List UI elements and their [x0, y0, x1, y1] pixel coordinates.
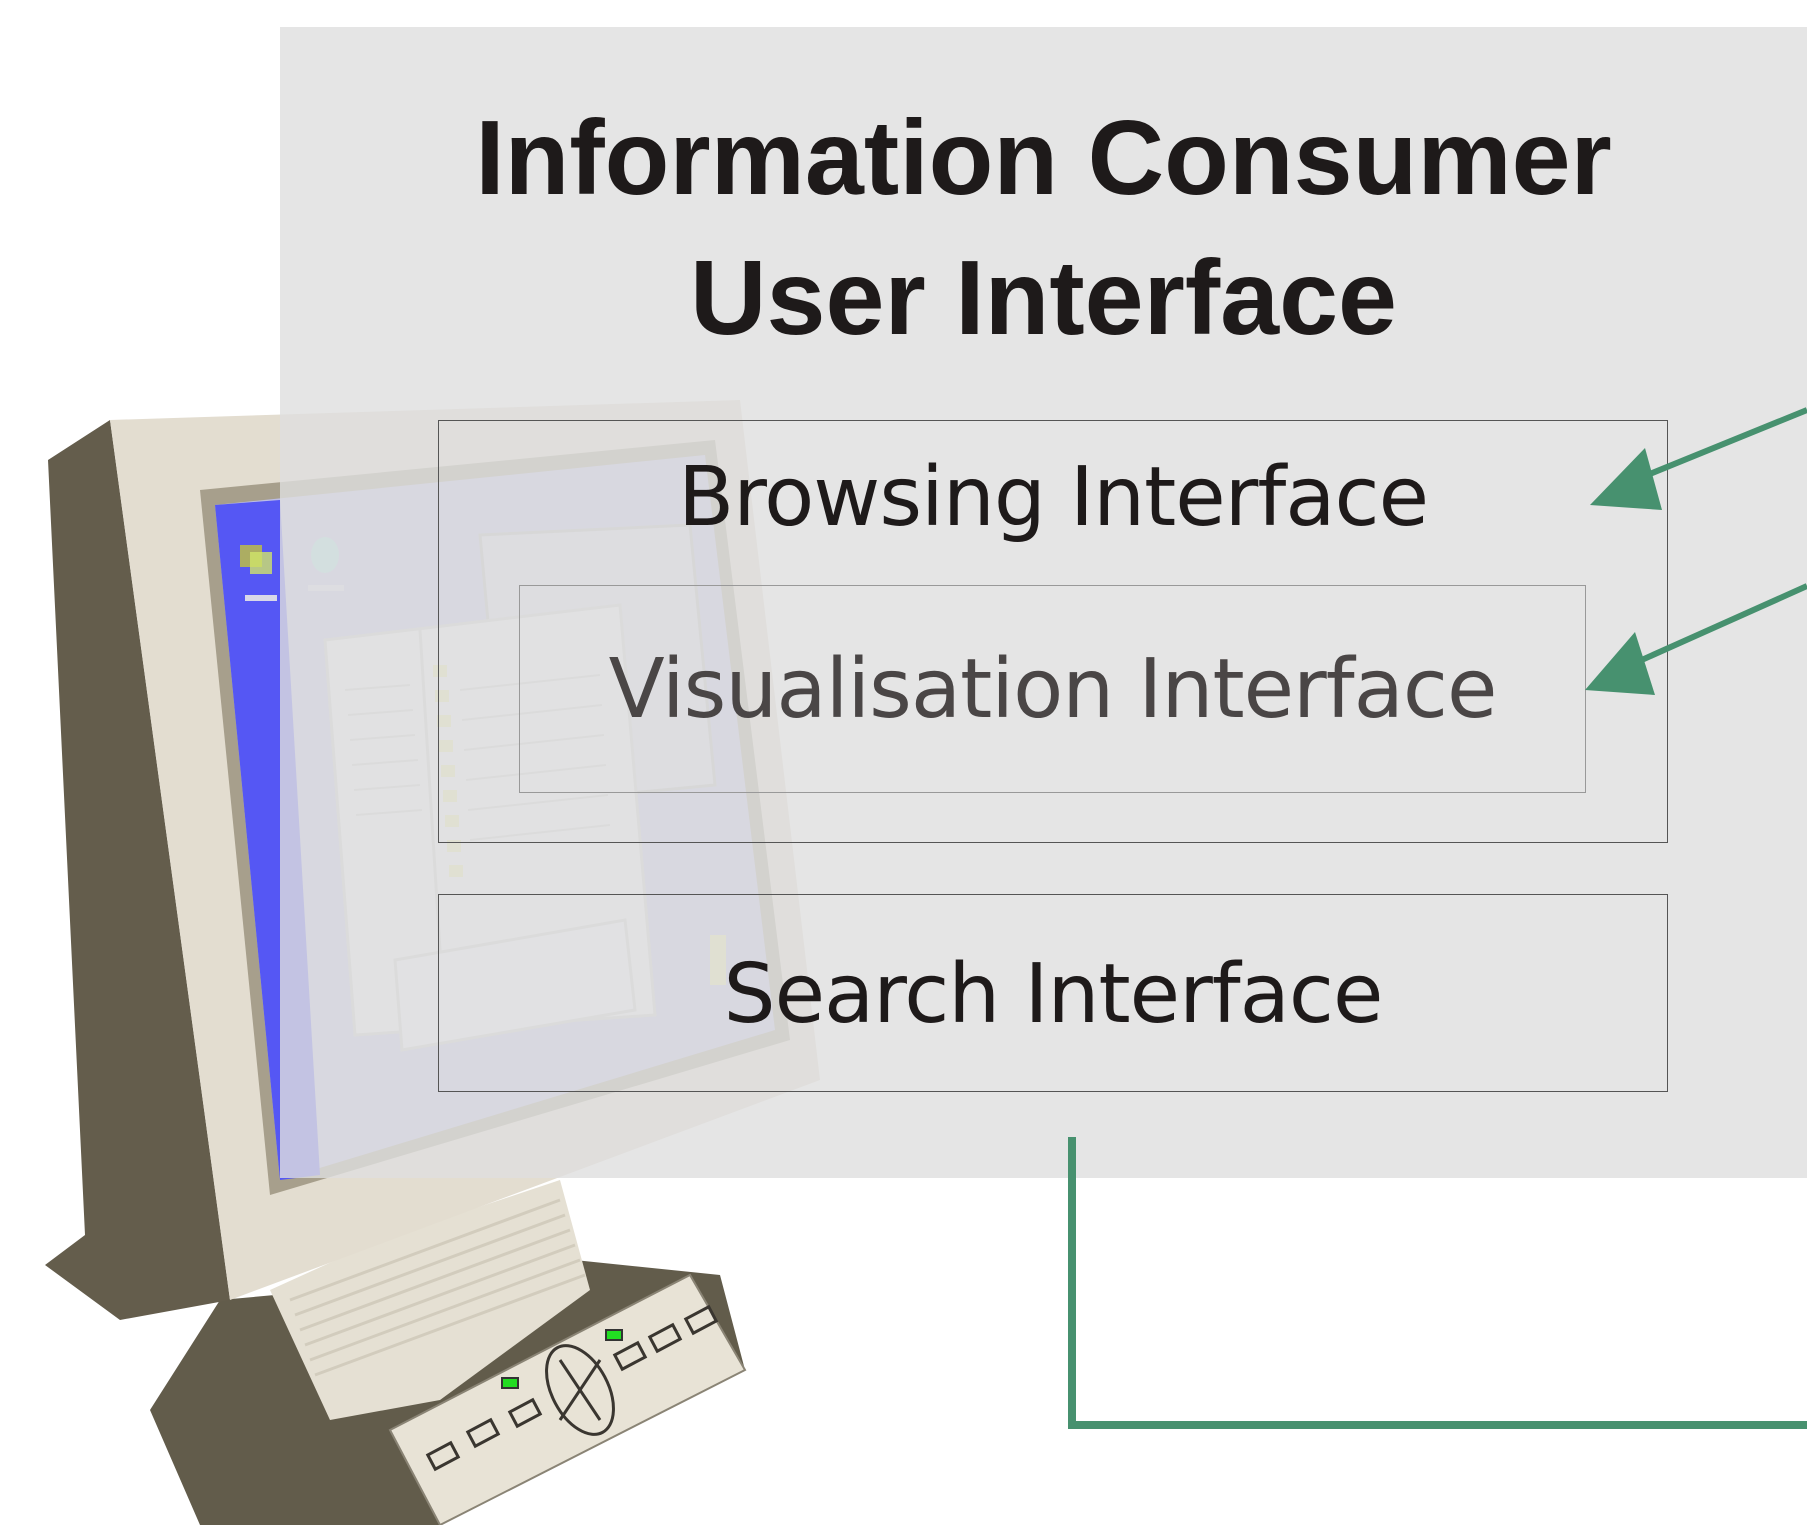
search-connector — [1068, 1137, 1807, 1429]
search-interface-label: Search Interface — [723, 947, 1384, 1042]
browsing-arrow — [1638, 407, 1807, 481]
browsing-interface-box — [438, 420, 1668, 843]
search-interface-box — [438, 894, 1668, 1092]
browsing-arrowhead — [1590, 448, 1662, 510]
visualisation-interface-box — [519, 585, 1586, 793]
ui-panel — [280, 27, 1807, 1178]
title-line-2: User Interface — [689, 239, 1397, 357]
browsing-interface-label: Browsing Interface — [677, 450, 1429, 545]
title-line-1: Information Consumer — [475, 99, 1612, 217]
visualisation-arrowhead — [1585, 632, 1655, 695]
visualisation-arrow — [1633, 583, 1807, 666]
visualisation-interface-label: Visualisation Interface — [608, 642, 1498, 737]
diagram-title: Information Consumer User Interface — [280, 88, 1807, 368]
